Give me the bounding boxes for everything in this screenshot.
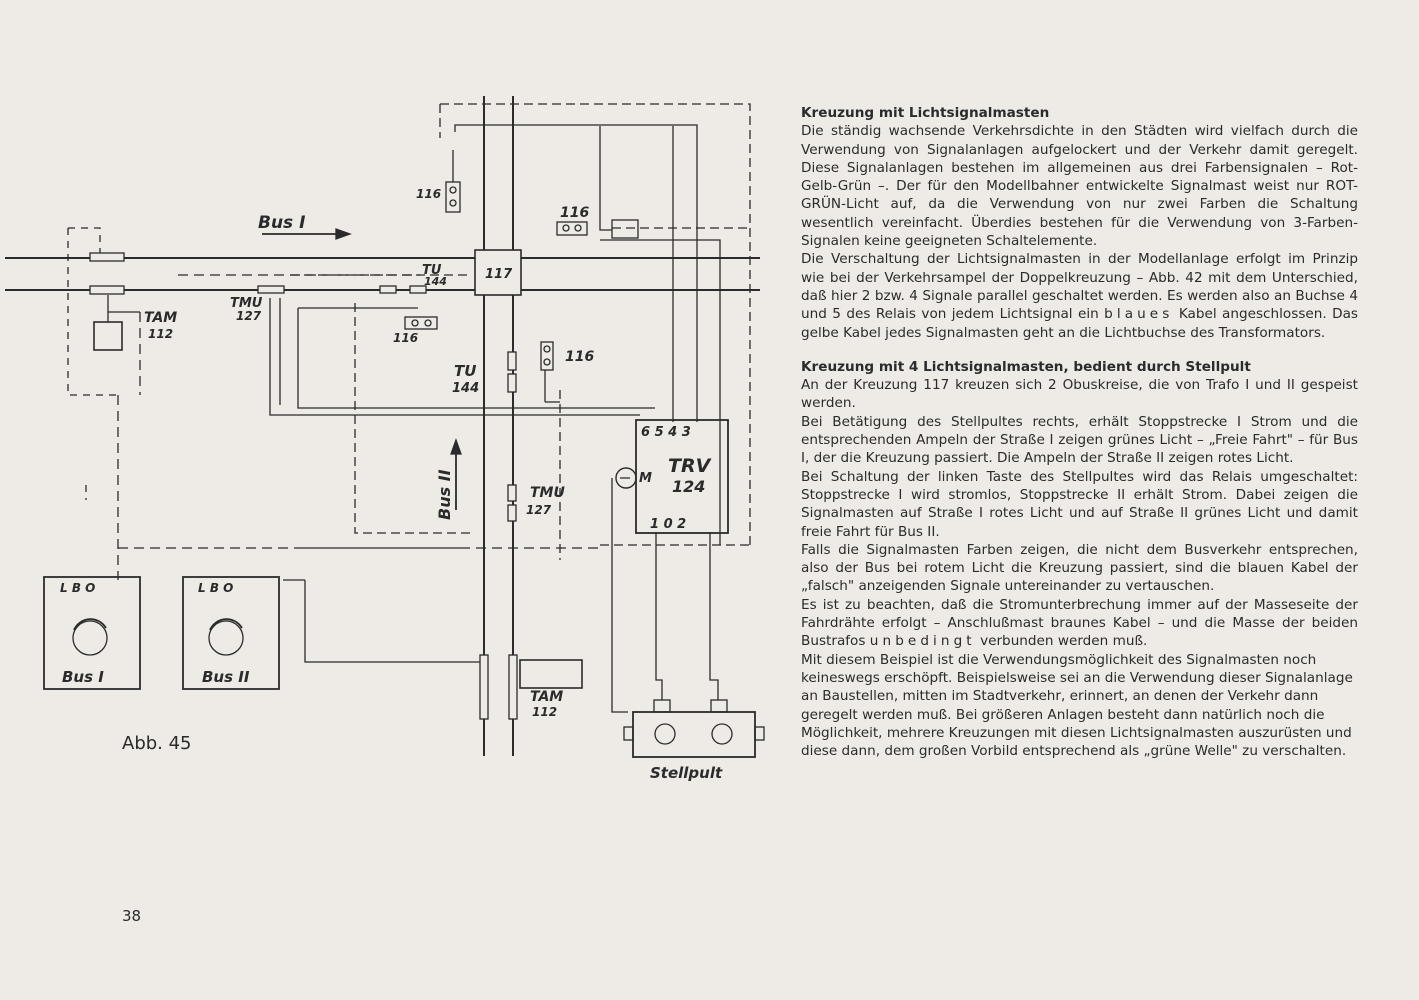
- paragraph-2: Die Verschaltung der Lichtsignalmasten i…: [801, 250, 1358, 341]
- paragraph-1: Die ständig wachsende Verkehrsdichte in …: [801, 123, 1358, 250]
- crossing-label: 117: [485, 267, 513, 282]
- relay-top-terminals: 6 5 4 3: [641, 425, 691, 440]
- heading-stellpult: Kreuzung mit 4 Lichtsignalmasten, bedien…: [801, 358, 1251, 375]
- relay-bottom-terminals: 1 0 2: [650, 517, 686, 532]
- paragraph-6: Falls die Signalmasten Farben zeigen, di…: [801, 541, 1358, 595]
- paragraph-2-emphasis: blaues: [1104, 306, 1174, 323]
- signal-116-right: [540, 341, 554, 371]
- paragraph-7-emphasis: unbedingt: [869, 633, 976, 650]
- tmu-mid-label-a: TMU: [530, 485, 565, 501]
- tam-bottom-box: [519, 659, 583, 689]
- signal-right-label: 116: [565, 349, 594, 365]
- dashed-outline-left: [67, 227, 118, 500]
- text-column: Kreuzung mit Lichtsignalmasten Die ständ…: [801, 104, 1358, 760]
- tu-mid-label-b: 144: [452, 381, 479, 396]
- trafo-bus-2-box: [182, 576, 280, 690]
- heading-lichtsignalmasten: Kreuzung mit Lichtsignalmasten: [801, 105, 1050, 121]
- signal-top-left-label: 116: [416, 187, 441, 201]
- trafo2-name: Bus II: [202, 668, 250, 686]
- stellpult-box: [632, 711, 756, 758]
- relay-number: 124: [672, 477, 705, 496]
- tmu-mid-label-b: 127: [526, 503, 552, 517]
- trafo-bus-1-box: [43, 576, 141, 690]
- signal-116-top-right: [556, 221, 588, 236]
- signal-116-mid: [404, 316, 438, 330]
- paragraph-3: An der Kreuzung 117 kreuzen sich 2 Obusk…: [801, 377, 1358, 412]
- paragraph-7-b: verbunden werden muß.: [980, 633, 1148, 650]
- tmu-left-label-b: 127: [236, 309, 262, 323]
- bus1-arrow-label: Bus I: [258, 213, 305, 233]
- paragraph-8: Mit diesem Beispiel ist die Verwendungsm…: [801, 651, 1353, 760]
- bus2-arrow-label: Bus II: [435, 469, 454, 520]
- relay-m: M: [639, 471, 652, 486]
- tu-upper-label-a: TU: [422, 263, 442, 278]
- signal-cables: [269, 124, 721, 545]
- paragraph-7: Es ist zu beachten, daß die Stromunterbr…: [801, 596, 1358, 651]
- paragraph-4: Bei Betätigung des Stellpultes rechts, e…: [801, 413, 1358, 467]
- trafo2-terminals: L B O: [198, 581, 233, 595]
- tam-bottom-label-a: TAM: [530, 689, 563, 705]
- tu-mid-label-a: TU: [454, 362, 476, 380]
- tam-left-box: [93, 321, 123, 351]
- trafo1-terminals: L B O: [60, 581, 95, 595]
- crossing-117: [474, 249, 522, 296]
- wiring-diagram: Bus I Bus II 117 116 116 116 116 TU 144 …: [5, 96, 765, 782]
- feed-cable: [117, 274, 600, 580]
- tam-bottom-label-b: 112: [532, 705, 557, 719]
- paragraph-2-b: Kabel angeschlossen. Das gelbe Kabel jed…: [801, 306, 1358, 341]
- tam-left-label-a: TAM: [144, 310, 177, 326]
- page-number: 38: [122, 907, 142, 925]
- stellpult-cables: [283, 477, 719, 713]
- trafo1-name: Bus I: [62, 668, 104, 686]
- relay-name: TRV: [668, 455, 712, 477]
- signal-mid-label: 116: [393, 331, 418, 345]
- tam-left-label-b: 112: [148, 327, 173, 341]
- paragraph-7-a: Es ist zu beachten, daß die Stromunterbr…: [801, 596, 1358, 650]
- figure-caption: Abb. 45: [122, 733, 192, 754]
- paragraph-2-a: Die Verschaltung der Lichtsignalmasten i…: [801, 251, 1358, 323]
- signal-top-right-label: 116: [560, 205, 589, 221]
- tmu-left-label-a: TMU: [230, 296, 263, 311]
- paragraph-5: Bei Schaltung der linken Taste des Stell…: [801, 468, 1358, 540]
- tu-upper-label-b: 144: [424, 275, 447, 288]
- stellpult-label: Stellpult: [650, 764, 723, 782]
